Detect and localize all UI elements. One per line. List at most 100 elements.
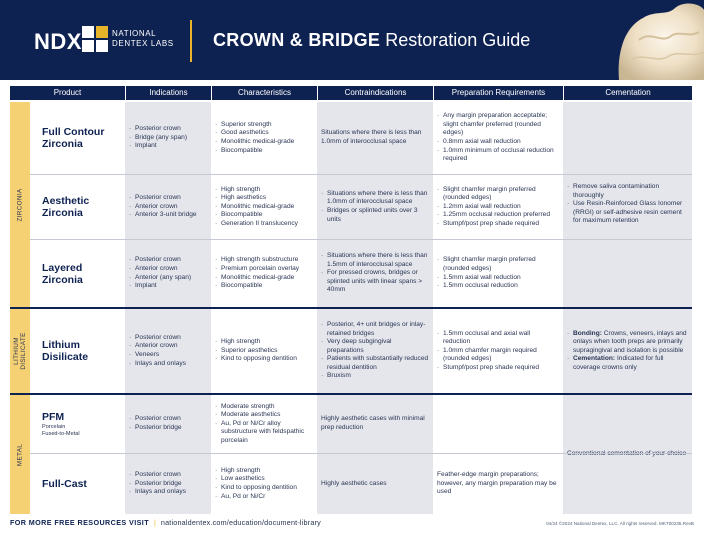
list-item: Inlays and onlays bbox=[129, 360, 207, 369]
list-item: Anterior crown bbox=[129, 203, 207, 212]
preparation-cell: Any margin preparation acceptable; sligh… bbox=[433, 102, 563, 174]
indications-cell: Posterior crownAnterior crownAnterior 3-… bbox=[125, 175, 211, 239]
list-item: 1.5mm occlusal and axial wall reduction bbox=[437, 330, 559, 347]
list-item: Monolithic medical-grade bbox=[215, 138, 313, 147]
list-item: Slight chamfer margin preferred (rounded… bbox=[437, 256, 559, 273]
list-item: Superior strength bbox=[215, 121, 313, 130]
page-title: CROWN & BRIDGE Restoration Guide bbox=[213, 30, 530, 51]
list-item: Low aesthetics bbox=[215, 475, 313, 484]
list-item: Stumpf/post prep shade required bbox=[437, 220, 559, 229]
list-item: Posterior bridge bbox=[129, 424, 207, 433]
list-item: Posterior crown bbox=[129, 194, 207, 203]
list-item: Posterior crown bbox=[129, 415, 207, 424]
list-item: Generation II translucency bbox=[215, 220, 313, 229]
col-header-product: Product bbox=[53, 88, 82, 97]
list-item: 1.0mm minimum of occlusal reduction requ… bbox=[437, 147, 559, 164]
preparation-text: Feather-edge margin preparations; howeve… bbox=[437, 471, 557, 496]
list-item: Au, Pd or Ni/Cr alloy substructure with … bbox=[215, 420, 313, 446]
list-item: Use Resin-Reinforced Glass Ionomer (RRGI… bbox=[567, 200, 688, 226]
table-header-row: Product Indications Characteristics Cont… bbox=[10, 86, 692, 100]
logo-line2: DENTEX LABS bbox=[112, 39, 174, 48]
list-item: High strength bbox=[215, 186, 313, 195]
list-item: 1.5mm axial wall reduction bbox=[437, 274, 559, 283]
list-item: 1.0mm chamfer margin required (rounded e… bbox=[437, 347, 559, 364]
indications-cell: Posterior crownAnterior crownAnterior (a… bbox=[125, 240, 211, 307]
preparation-cell: 1.5mm occlusal and axial wall reduction1… bbox=[433, 309, 563, 393]
logo-line1: NATIONAL bbox=[112, 29, 157, 38]
logo-text: NATIONAL DENTEX LABS bbox=[112, 29, 202, 49]
list-item: Monolithic medical-grade bbox=[215, 203, 313, 212]
list-item: Inlays and onlays bbox=[129, 488, 207, 497]
product-name: Full-Cast bbox=[42, 478, 87, 490]
list-item: Kind to opposing dentition bbox=[215, 484, 313, 493]
preparation-cell: Feather-edge margin preparations; howeve… bbox=[433, 454, 563, 514]
restoration-table: Product Indications Characteristics Cont… bbox=[10, 86, 692, 514]
list-item: High strength bbox=[215, 338, 313, 347]
contraindication-text: Situations where there is less than 1.0m… bbox=[321, 129, 422, 145]
resources-link[interactable]: nationaldentex.com/education/document-li… bbox=[160, 518, 321, 527]
table-row: Full-Cast Posterior crownPosterior bridg… bbox=[10, 454, 692, 514]
col-header-contraindications: Contraindications bbox=[317, 86, 433, 100]
characteristics-cell: High strength substructurePremium porcel… bbox=[211, 240, 317, 307]
contraindications-cell: Highly aesthetic cases with minimal prep… bbox=[317, 395, 433, 453]
list-item: Anterior crown bbox=[129, 265, 207, 274]
list-item: 1.5mm occlusal reduction bbox=[437, 282, 559, 291]
list-item: Veneers bbox=[129, 351, 207, 360]
list-item: High strength substructure bbox=[215, 256, 313, 265]
list-item: Moderate strength bbox=[215, 403, 313, 412]
list-item: Posterior crown bbox=[129, 471, 207, 480]
footer-legal: 04/24 ©2024 National Dentex, LLC. All ri… bbox=[546, 521, 694, 526]
list-item: Bruxism bbox=[321, 372, 429, 381]
title-bold: CROWN & BRIDGE bbox=[213, 30, 381, 50]
list-item: Patients with substantially reduced resi… bbox=[321, 355, 429, 372]
indications-cell: Posterior crownBridge (any span)Implant bbox=[125, 102, 211, 174]
logo-cross-icon bbox=[82, 26, 108, 52]
characteristics-cell: Moderate strengthModerate aestheticsAu, … bbox=[211, 395, 317, 453]
footer-cta: FOR MORE FREE RESOURCES VISIT bbox=[10, 518, 149, 527]
characteristics-cell: Superior strengthGood aestheticsMonolith… bbox=[211, 102, 317, 174]
row-divider bbox=[30, 239, 692, 240]
list-item: Premium porcelain overlay bbox=[215, 265, 313, 274]
contraindications-cell: Highly aesthetic cases bbox=[317, 454, 433, 514]
list-item: Any margin preparation acceptable; sligh… bbox=[437, 112, 559, 138]
group-divider bbox=[10, 393, 692, 395]
list-item: Biocompatible bbox=[215, 211, 313, 220]
list-item: Au, Pd or Ni/Cr bbox=[215, 493, 313, 502]
cementation-cell-lithium: Bonding: Crowns, veneers, inlays and onl… bbox=[563, 309, 692, 393]
group-metal: METAL bbox=[10, 395, 30, 514]
contraindications-cell: Situations where there is less than 1.0m… bbox=[317, 175, 433, 239]
logo-mark: NDX bbox=[34, 29, 82, 54]
list-item: Implant bbox=[129, 142, 207, 151]
list-item: Posterior crown bbox=[129, 125, 207, 134]
list-item: Posterior bridge bbox=[129, 480, 207, 489]
product-name: PFM bbox=[42, 410, 65, 423]
group-divider bbox=[10, 307, 692, 309]
list-item: Posterior crown bbox=[129, 256, 207, 265]
list-item: Very deep subgingival preparations bbox=[321, 338, 429, 355]
indications-cell: Posterior crownPosterior bridgeInlays an… bbox=[125, 454, 211, 514]
list-item: Slight chamfer margin preferred (rounded… bbox=[437, 186, 559, 203]
row-divider bbox=[30, 174, 692, 175]
list-item: Biocompatible bbox=[215, 147, 313, 156]
list-item: Posterior crown bbox=[129, 334, 207, 343]
preparation-cell: Slight chamfer margin preferred (rounded… bbox=[433, 240, 563, 307]
page-header: NDX NATIONAL DENTEX LABS CROWN & BRIDGE … bbox=[0, 0, 704, 80]
group-zirconia: ZIRCONIA bbox=[10, 102, 30, 307]
list-item: Good aesthetics bbox=[215, 129, 313, 138]
tooth-crown-image bbox=[618, 3, 704, 80]
indications-cell: Posterior crownAnterior crownVeneersInla… bbox=[125, 309, 211, 393]
header-divider bbox=[190, 20, 192, 62]
